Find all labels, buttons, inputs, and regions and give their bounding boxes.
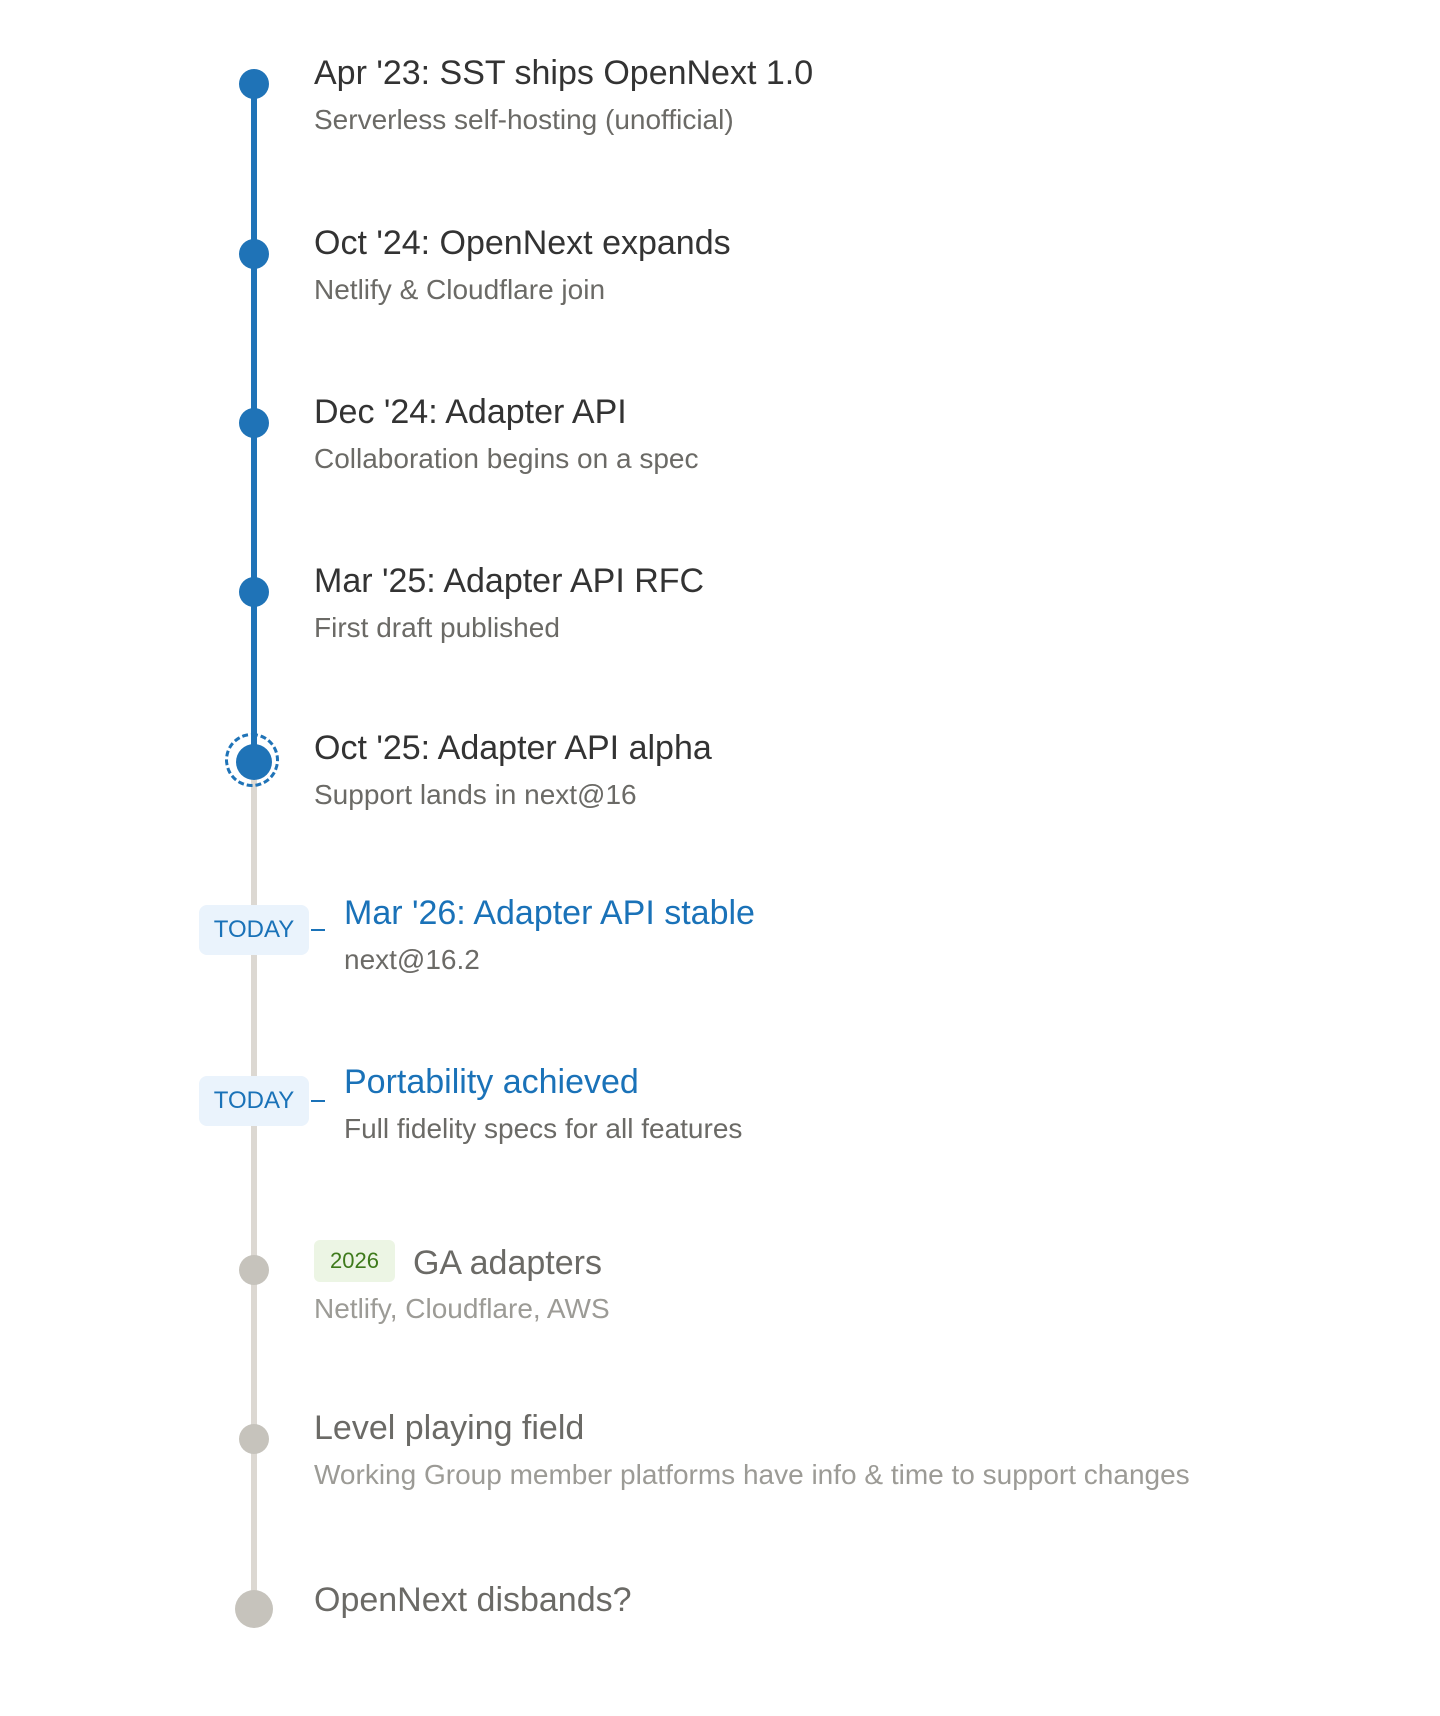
milestone-dot-final bbox=[235, 1590, 273, 1628]
milestone-dot-completed bbox=[239, 239, 269, 269]
milestone-title: Mar '25: Adapter API RFC bbox=[314, 562, 705, 600]
milestone-title: Mar '26: Adapter API stable bbox=[344, 894, 755, 932]
milestone-title: Oct '25: Adapter API alpha bbox=[314, 729, 712, 767]
milestone-dot-completed bbox=[239, 69, 269, 99]
milestone-title: OpenNext disbands? bbox=[314, 1581, 632, 1619]
timeline-item-upcoming: 2026 GA adapters Netlify, Cloudflare, AWS bbox=[314, 1240, 610, 1326]
today-connector bbox=[311, 1100, 325, 1102]
milestone-subtitle: Netlify & Cloudflare join bbox=[314, 274, 606, 305]
milestone-subtitle: Full fidelity specs for all features bbox=[344, 1113, 743, 1144]
year-badge: 2026 bbox=[314, 1240, 395, 1283]
timeline-rail-upcoming bbox=[251, 762, 257, 1610]
milestone-title: Portability achieved bbox=[344, 1063, 639, 1101]
milestone-subtitle: Support lands in next@16 bbox=[314, 779, 637, 810]
timeline-item: Mar '25: Adapter API RFC First draft pub… bbox=[314, 561, 704, 645]
milestone-subtitle: Serverless self-hosting (unofficial) bbox=[314, 104, 734, 135]
timeline-item-today: Mar '26: Adapter API stable next@16.2 bbox=[344, 893, 755, 977]
milestone-dot-completed bbox=[239, 408, 269, 438]
today-badge: TODAY bbox=[199, 905, 309, 955]
timeline-item-upcoming: Level playing field Working Group member… bbox=[314, 1408, 1190, 1492]
timeline-item-upcoming: OpenNext disbands? bbox=[314, 1580, 632, 1620]
milestone-title: Oct '24: OpenNext expands bbox=[314, 224, 731, 262]
timeline-item: Dec '24: Adapter API Collaboration begin… bbox=[314, 392, 698, 476]
milestone-title: Level playing field bbox=[314, 1409, 585, 1447]
milestone-title: Dec '24: Adapter API bbox=[314, 393, 627, 431]
timeline-item-current: Oct '25: Adapter API alpha Support lands… bbox=[314, 728, 712, 812]
current-milestone-ring-icon bbox=[225, 733, 279, 787]
milestone-subtitle: Netlify, Cloudflare, AWS bbox=[314, 1293, 610, 1325]
milestone-title: Apr '23: SST ships OpenNext 1.0 bbox=[314, 54, 814, 92]
timeline-item-today: Portability achieved Full fidelity specs… bbox=[344, 1062, 742, 1146]
milestone-dot-upcoming bbox=[239, 1424, 269, 1454]
milestone-subtitle: Working Group member platforms have info… bbox=[314, 1459, 1190, 1490]
milestone-subtitle: next@16.2 bbox=[344, 944, 480, 975]
timeline-item: Apr '23: SST ships OpenNext 1.0 Serverle… bbox=[314, 53, 813, 137]
milestone-subtitle: Collaboration begins on a spec bbox=[314, 443, 699, 474]
milestone-title: GA adapters bbox=[412, 1244, 602, 1282]
today-badge: TODAY bbox=[199, 1076, 309, 1126]
milestone-subtitle: First draft published bbox=[314, 612, 560, 643]
milestone-dot-completed bbox=[239, 577, 269, 607]
milestone-dot-current bbox=[236, 744, 272, 780]
today-connector bbox=[311, 929, 325, 931]
milestone-dot-upcoming bbox=[239, 1255, 269, 1285]
timeline-item: Oct '24: OpenNext expands Netlify & Clou… bbox=[314, 223, 731, 307]
